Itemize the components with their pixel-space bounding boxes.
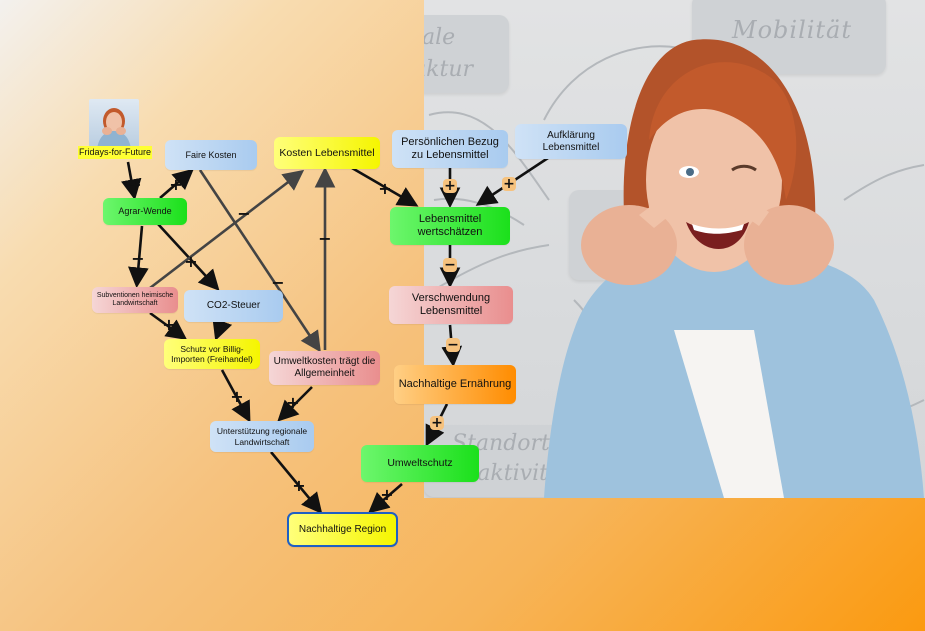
node-schutz-billig-importen[interactable]: Schutz vor Billig-Importen (Freihandel) bbox=[164, 339, 260, 369]
node-nachhaltige-ernaehrung[interactable]: Nachhaltige Ernährung bbox=[394, 365, 516, 404]
sign-plus: + bbox=[378, 180, 392, 196]
node-fridays-for-future[interactable]: Fridays-for-Future bbox=[78, 146, 152, 159]
node-label: Persönlichen Bezug zu Lebensmittel bbox=[396, 136, 504, 162]
node-nachhaltige-region[interactable]: Nachhaltige Region bbox=[287, 512, 398, 547]
sign-plus: + bbox=[443, 179, 457, 193]
node-subventionen[interactable]: Subventionen heimische Landwirtschaft bbox=[92, 287, 178, 313]
sign-plus: + bbox=[230, 388, 244, 404]
sign-minus: − bbox=[318, 230, 332, 246]
node-label: Aufklärung Lebensmittel bbox=[519, 130, 623, 154]
node-label: CO2-Steuer bbox=[207, 300, 260, 312]
node-label: Umweltschutz bbox=[387, 457, 452, 469]
node-label: Agrar-Wende bbox=[118, 206, 171, 217]
sign-plus: + bbox=[286, 394, 300, 410]
node-verschwendung[interactable]: Verschwendung Lebensmittel bbox=[389, 286, 513, 324]
node-label: Nachhaltige Ernährung bbox=[399, 378, 512, 391]
node-label: Umweltkosten trägt die Allgemeinheit bbox=[273, 356, 376, 380]
node-persoenlicher-bezug[interactable]: Persönlichen Bezug zu Lebensmittel bbox=[392, 130, 508, 168]
node-label: Schutz vor Billig-Importen (Freihandel) bbox=[168, 344, 256, 364]
node-umweltkosten[interactable]: Umweltkosten trägt die Allgemeinheit bbox=[269, 351, 380, 385]
sign-plus: + bbox=[128, 176, 142, 192]
sign-minus: − bbox=[443, 258, 457, 272]
sign-plus: + bbox=[502, 177, 516, 191]
node-agrar-wende[interactable]: Agrar-Wende bbox=[103, 198, 187, 225]
node-umweltschutz[interactable]: Umweltschutz bbox=[361, 445, 479, 482]
node-label: Lebensmittel wertschätzen bbox=[394, 213, 506, 239]
sign-minus: − bbox=[271, 274, 285, 290]
node-aufklaerung[interactable]: Aufklärung Lebensmittel bbox=[515, 124, 627, 159]
node-label: Unterstützung regionale Landwirtschaft bbox=[214, 426, 310, 446]
node-label: Kosten Lebensmittel bbox=[279, 147, 374, 159]
node-label: Nachhaltige Region bbox=[299, 524, 386, 536]
node-label: Fridays-for-Future bbox=[79, 147, 151, 158]
node-lebensmittel-wertschaetzen[interactable]: Lebensmittel wertschätzen bbox=[390, 207, 510, 245]
fridays-avatar bbox=[89, 99, 139, 149]
node-label: Subventionen heimische Landwirtschaft bbox=[96, 292, 174, 309]
node-faire-kosten[interactable]: Faire Kosten bbox=[165, 140, 257, 170]
node-label: Faire Kosten bbox=[185, 150, 236, 161]
sign-plus: + bbox=[169, 176, 183, 192]
node-label: Verschwendung Lebensmittel bbox=[393, 292, 509, 318]
node-unterstuetzung-regional[interactable]: Unterstützung regionale Landwirtschaft bbox=[210, 421, 314, 452]
sign-plus: + bbox=[184, 253, 198, 269]
sign-plus: + bbox=[430, 416, 444, 430]
sign-minus: − bbox=[131, 250, 145, 266]
node-co2-steuer[interactable]: CO2-Steuer bbox=[184, 290, 283, 322]
sign-minus: − bbox=[237, 205, 251, 221]
sign-plus: + bbox=[162, 316, 176, 332]
sign-plus: + bbox=[292, 477, 306, 493]
sign-plus: + bbox=[380, 486, 394, 502]
node-kosten-lebensmittel[interactable]: Kosten Lebensmittel bbox=[274, 137, 380, 169]
sign-minus: − bbox=[446, 338, 460, 352]
